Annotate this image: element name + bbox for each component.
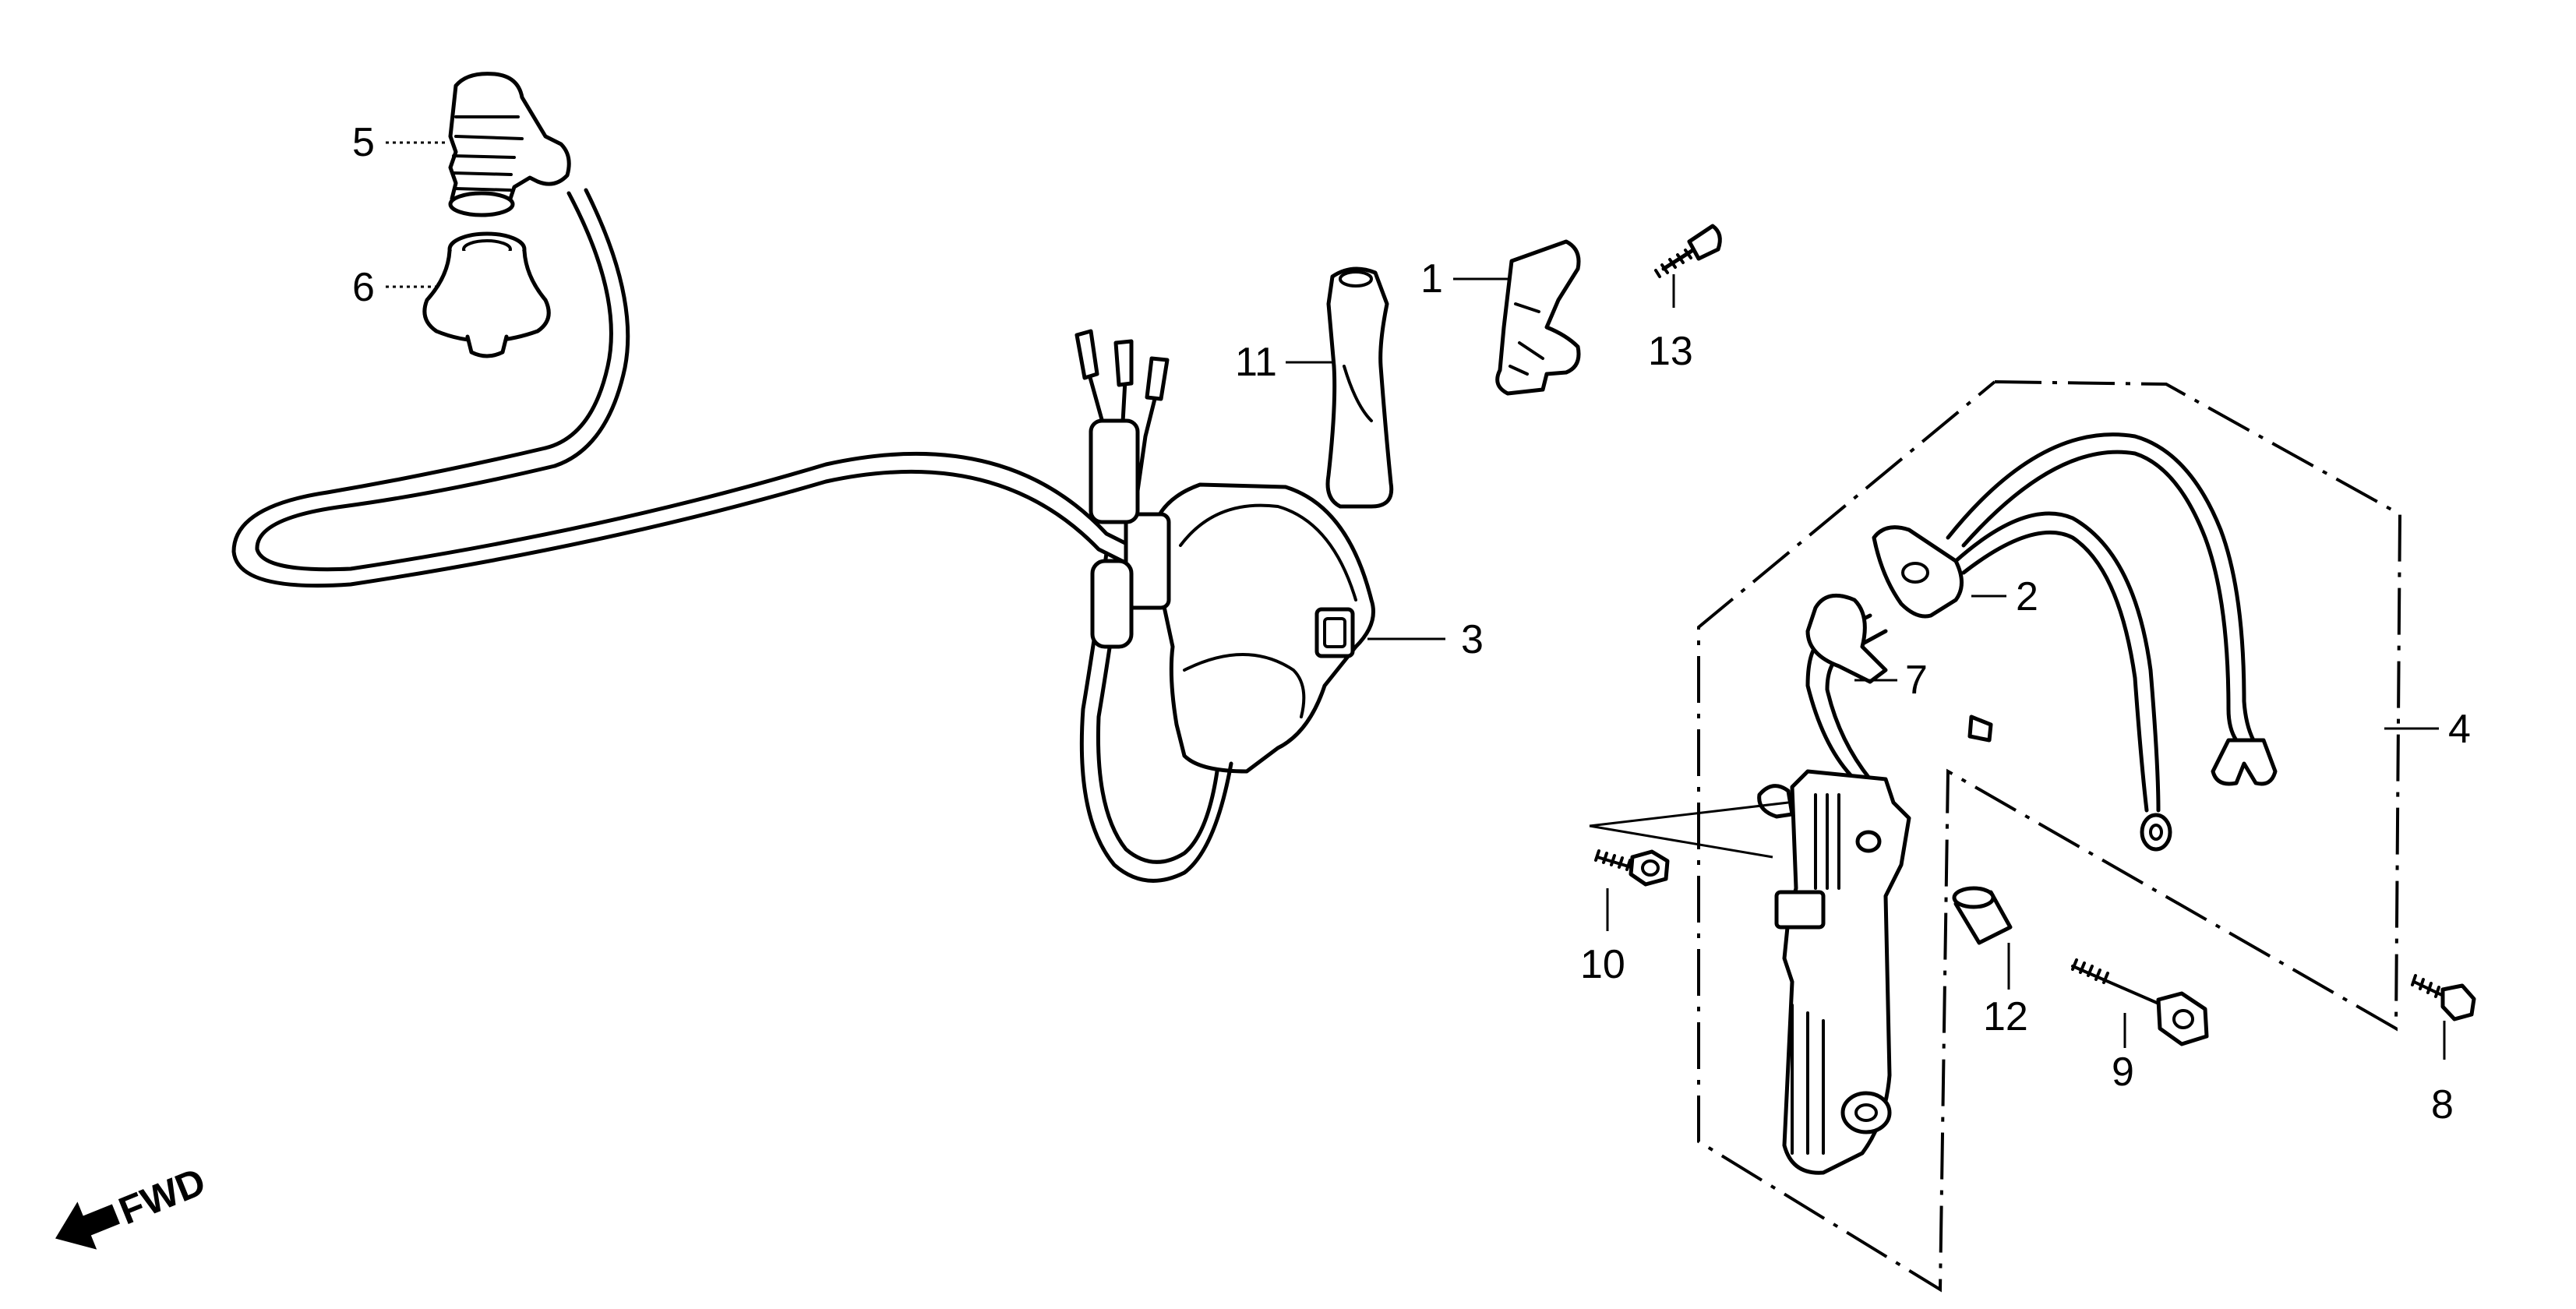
callout-4: 4 — [2448, 707, 2471, 752]
bolt-9[interactable] — [2071, 958, 2209, 1046]
screw-13[interactable] — [1654, 224, 1722, 278]
spark-plug-cap[interactable] — [448, 72, 571, 217]
plug-cap-seal[interactable] — [422, 231, 551, 358]
callout-13: 13 — [1648, 329, 1693, 374]
callout-10: 10 — [1580, 942, 1625, 987]
callout-5: 5 — [352, 120, 375, 165]
callout-3: 3 — [1461, 617, 1484, 662]
screw-8[interactable] — [2411, 974, 2476, 1021]
wire-harness — [1946, 432, 2278, 852]
cable-clamp[interactable] — [1805, 593, 1888, 782]
callout-9: 9 — [2112, 1050, 2134, 1095]
pulser-coil[interactable] — [1757, 769, 1911, 1175]
collar-12[interactable] — [1952, 886, 2013, 945]
callout-6: 6 — [352, 265, 375, 310]
callout-8: 8 — [2431, 1082, 2454, 1127]
forward-arrow-icon — [55, 1201, 120, 1250]
ignition-coil[interactable] — [1124, 482, 1375, 774]
forward-label: FWD — [113, 1159, 212, 1233]
callout-11: 11 — [1235, 340, 1277, 385]
high-tension-lead — [231, 188, 1163, 588]
callout-numbers: 5 6 1 13 11 3 2 7 4 10 12 9 8 — [352, 120, 2471, 1127]
lead-grommet[interactable] — [1325, 266, 1394, 509]
bolt-10[interactable] — [1594, 849, 1670, 887]
stop-switch-clip[interactable] — [1495, 239, 1581, 396]
assembly-outline — [1697, 380, 2402, 1293]
callout-1: 1 — [1420, 256, 1443, 302]
callout-12: 12 — [1983, 994, 2028, 1039]
sensor-bracket[interactable] — [1872, 525, 1964, 619]
callout-2: 2 — [2016, 574, 2038, 619]
coil-wires — [1075, 329, 1233, 883]
leader-lines — [386, 141, 2446, 1060]
forward-direction-indicator: FWD — [55, 1159, 212, 1250]
callout-7: 7 — [1905, 658, 1928, 703]
